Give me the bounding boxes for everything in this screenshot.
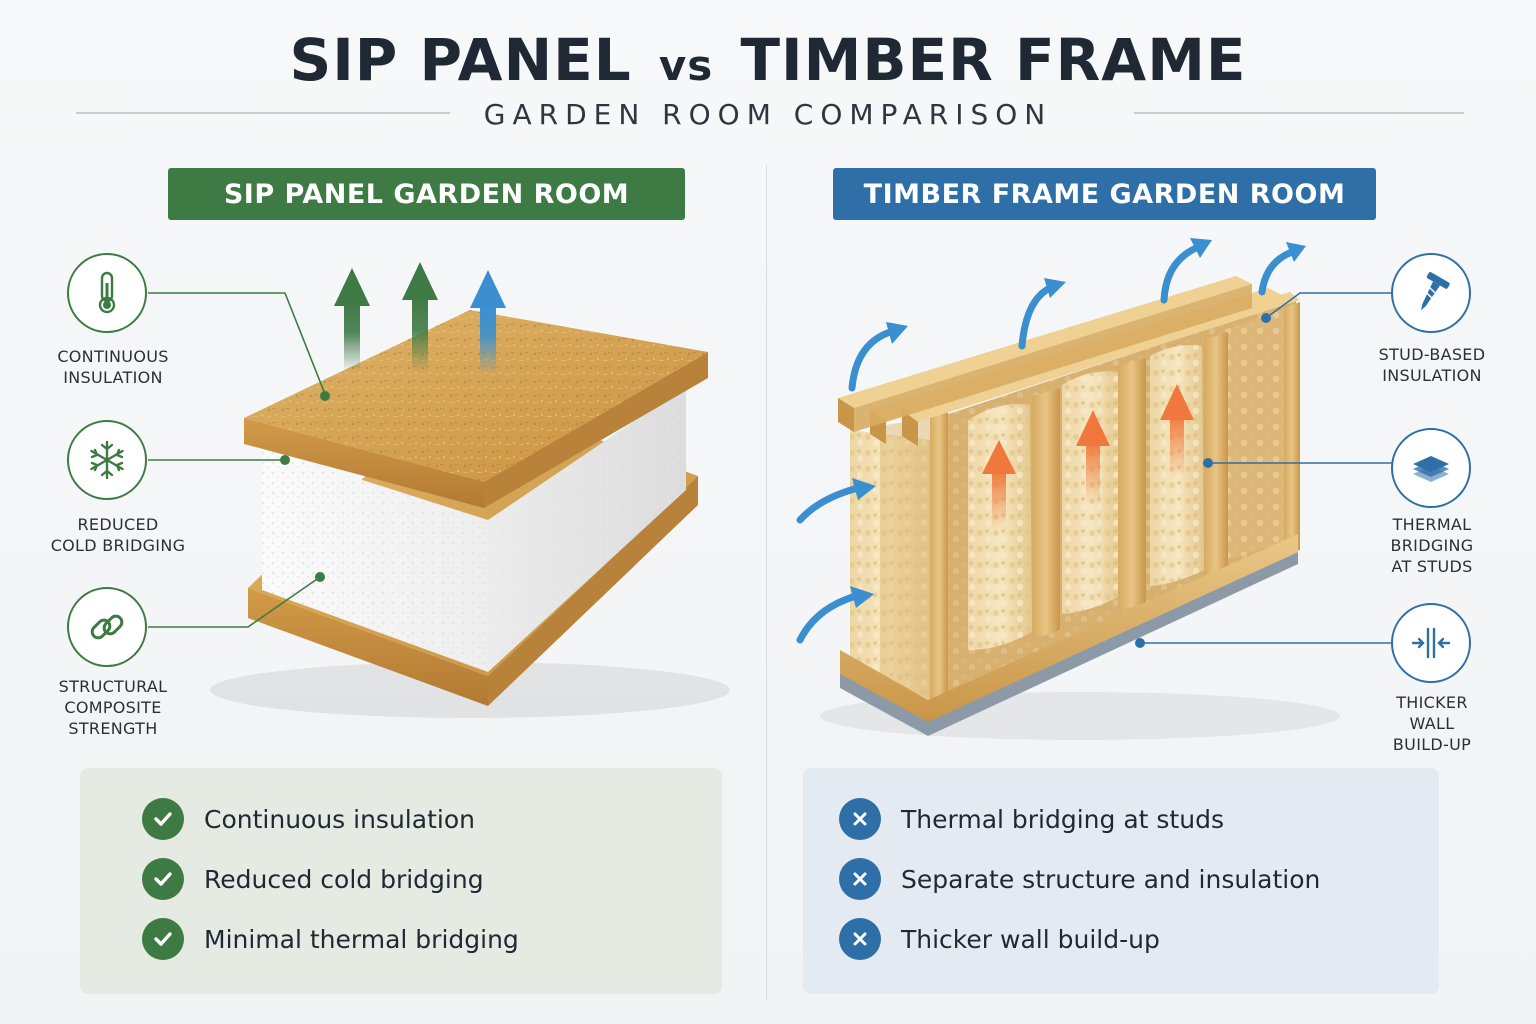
heat-arrow-orange-3 [1160, 384, 1194, 478]
drawback-text: Separate structure and insulation [901, 864, 1321, 894]
sip-benefits-card: Continuous insulation Reduced cold bridg… [80, 768, 722, 994]
top-plates [838, 276, 1300, 446]
cross-icon [839, 858, 881, 900]
timber-section-banner: TIMBER FRAME GARDEN ROOM [833, 168, 1376, 220]
title-sip: SIP PANEL [289, 26, 632, 94]
drawback-text: Thicker wall build-up [901, 924, 1160, 954]
nail-icon [1391, 253, 1471, 333]
subtitle-rule-right [1134, 112, 1464, 114]
title-vs: vs [658, 41, 714, 90]
check-icon [142, 858, 184, 900]
heat-arrow-orange-2 [1076, 410, 1110, 504]
column-divider [766, 165, 767, 1000]
heat-arrow-blue [470, 270, 506, 374]
list-item: Continuous insulation [142, 798, 475, 840]
cross-icon [839, 918, 881, 960]
bottom-board-front [248, 588, 488, 706]
drawback-text: Thermal bridging at studs [901, 804, 1224, 834]
timber-drawbacks-card: Thermal bridging at studs Separate struc… [803, 768, 1439, 994]
check-icon [142, 798, 184, 840]
layers-icon [1391, 428, 1471, 508]
sip-panel-illustration [148, 262, 730, 718]
top-board-front [244, 418, 484, 508]
wall-thickness-icon [1391, 603, 1471, 683]
list-item: Separate structure and insulation [839, 858, 1320, 900]
benefit-text: Continuous insulation [204, 804, 475, 834]
sip-section-banner: SIP PANEL GARDEN ROOM [168, 168, 685, 220]
chain-link-icon [67, 587, 147, 667]
heat-arrow-orange-1 [982, 440, 1016, 530]
leader-dot-core [280, 455, 290, 465]
list-item: Reduced cold bridging [142, 858, 484, 900]
title-timber: TIMBER FRAME [740, 26, 1247, 94]
benefit-text: Reduced cold bridging [204, 864, 484, 894]
heat-loss-arrows [796, 244, 1296, 644]
benefit-text: Minimal thermal bridging [204, 924, 519, 954]
list-item: Thermal bridging at studs [839, 798, 1224, 840]
snowflake-icon [67, 420, 147, 500]
check-icon [142, 918, 184, 960]
thermometer-icon [67, 253, 147, 333]
top-board-side [484, 352, 708, 508]
bottom-board-side [488, 476, 698, 706]
subtitle-rule-left [76, 112, 450, 114]
page-subtitle: GARDEN ROOM COMPARISON [483, 98, 1053, 131]
timber-leader-lines [1140, 292, 1392, 644]
list-item: Thicker wall build-up [839, 918, 1160, 960]
leader-dot-osb [320, 391, 330, 401]
heat-arrow-green-1 [334, 268, 370, 372]
list-item: Minimal thermal bridging [142, 918, 519, 960]
heat-arrow-green-2 [402, 262, 438, 372]
leader-dot-structure [315, 572, 325, 582]
cross-icon [839, 798, 881, 840]
page-title: SIP PANEL vs TIMBER FRAME [0, 26, 1536, 94]
timber-frame-illustration [796, 238, 1392, 740]
timber-studs [880, 302, 1300, 712]
sip-leader-lines [148, 292, 326, 628]
